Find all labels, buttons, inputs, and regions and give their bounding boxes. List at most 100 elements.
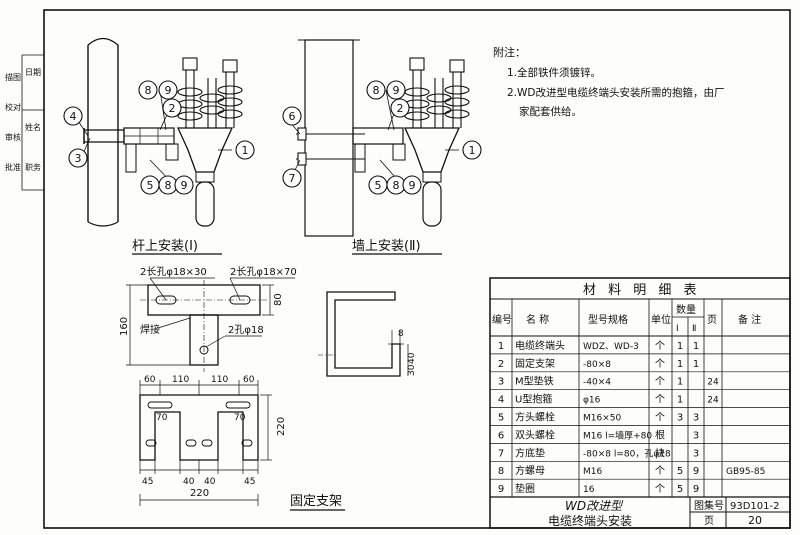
notes-block: 附注： 1.全部铁件须镀锌。 2.WD改进型电缆终端头安装所需的抱箍，由厂 家配… (493, 45, 725, 118)
callout-circle (462, 140, 482, 160)
note-line-2: 家配套供给。 (519, 105, 582, 118)
pole-installation-view (74, 37, 243, 227)
table-cell-no: 2 (498, 359, 504, 370)
table-cell-no: 1 (498, 341, 504, 352)
notes-title: 附注： (493, 45, 526, 59)
th-unit: 单位 (651, 313, 671, 326)
table-cell-spec: WDZ、WD-3 (583, 342, 639, 352)
table-cell-name: 垫圈 (515, 482, 535, 495)
table-cell-unit: 个 (655, 483, 665, 495)
table-cell-no: 3 (498, 377, 504, 388)
side-label-1: 姓名 (25, 122, 41, 132)
table-cell-no: 8 (498, 466, 504, 477)
table-cell-spec: 16 (583, 485, 595, 495)
table-cell-q2: 3 (693, 448, 699, 459)
dim-220-h: 220 (190, 488, 209, 499)
callout-circle (68, 148, 88, 168)
table-cell-q1: 1 (677, 395, 683, 406)
table-cell-spec: M16 l=墙厚+80 (583, 429, 652, 441)
dim-8: 8 (398, 329, 404, 339)
atlas-value: 93D101-2 (730, 501, 779, 512)
th-qty: 数量 (676, 303, 696, 316)
table-cell-spec: -80×8 l=80，孔φ18 (583, 448, 671, 459)
table-cell-q1: 5 (677, 466, 683, 477)
dim-bottom-0: 45 (142, 477, 153, 487)
table-cell-q2: 3 (693, 430, 699, 441)
table-cell-name: 双头螺栓 (515, 428, 555, 441)
table-cell-name: M型垫铁 (515, 375, 554, 388)
callout-number: 2 (169, 102, 176, 115)
th-name: 名 称 (526, 313, 549, 326)
page-value: 20 (748, 514, 762, 527)
th-qty-1: Ⅰ (676, 324, 679, 334)
table-cell-no: 7 (498, 448, 504, 459)
dim-top-1: 110 (172, 375, 189, 385)
table-cell-name: 方底垫 (515, 446, 545, 459)
page-label: 页 (704, 515, 714, 527)
callout-number: 6 (289, 110, 296, 123)
table-cell-unit: 个 (655, 394, 665, 406)
callout-number: 5 (147, 179, 154, 192)
table-cell-name: U型抱箍 (515, 393, 552, 406)
callout-number: 2 (397, 102, 404, 115)
note-line-1: 2.WD改进型电缆终端头安装所需的抱箍，由厂 (507, 86, 725, 99)
table-cell-unit: 块 (655, 447, 665, 459)
callout-number: 8 (373, 84, 380, 97)
callout-number: 4 (70, 110, 77, 123)
callout-circle (63, 106, 83, 126)
callout-circle (390, 98, 410, 118)
dim-220-v: 220 (276, 417, 287, 436)
callout-number: 8 (145, 84, 152, 97)
table-cell-q2: 9 (693, 484, 699, 495)
table-cell-q2: 1 (693, 359, 699, 370)
callout-number: 7 (289, 172, 296, 185)
table-cell-spec: M16 (583, 467, 602, 477)
sheet-border (43, 9, 791, 529)
table-cell-no: 6 (498, 430, 504, 441)
callout-number: 9 (409, 179, 416, 192)
table-cell-q1: 5 (677, 484, 683, 495)
table-cell-spec: M16×50 (583, 414, 621, 424)
callout-number: 9 (165, 84, 172, 97)
table-cell-spec: -40×4 (583, 378, 611, 388)
dim-70a: 70 (156, 413, 168, 423)
side-label-0: 日期 (25, 68, 41, 77)
callout-number: 8 (393, 179, 400, 192)
callout-circle (235, 140, 255, 160)
callout-circle (158, 80, 178, 100)
side-label-2: 职务 (25, 162, 41, 172)
table-cell-name: 方头螺栓 (515, 411, 555, 424)
table-cell-spec: φ16 (583, 396, 601, 406)
table-cell-unit: 个 (655, 465, 665, 477)
callout-number: 5 (375, 179, 382, 192)
dim-bottom-1: 40 (183, 477, 195, 487)
callout-number: 9 (393, 84, 400, 97)
callout-number: 1 (242, 144, 249, 157)
table-cell-no: 9 (498, 484, 504, 495)
table-cell-q1: 3 (677, 413, 683, 424)
table-cell-page: 24 (707, 378, 719, 388)
table-cell-name: 固定支架 (515, 357, 555, 370)
table-cell-name: 电缆终端头 (515, 339, 565, 352)
th-remark: 备 注 (738, 313, 761, 326)
left-signature-strip: 日期 姓名 职务 描图 校对 审核 批准 (5, 10, 45, 200)
table-cell-unit: 个 (655, 358, 665, 370)
table-cell-q2: 9 (693, 466, 699, 477)
table-cell-spec: -80×8 (583, 360, 611, 370)
callout-circle (138, 80, 158, 100)
bracket-detail: 2长孔φ18×30 2长孔φ18×70 焊接 2孔φ18 80 160 8 40… (119, 266, 417, 511)
dim-weld: 焊接 (140, 323, 160, 336)
table-cell-no: 4 (498, 395, 504, 406)
table-cell-unit: 个 (655, 412, 665, 424)
dim-40: 40 (407, 352, 417, 364)
th-page: 页 (707, 314, 717, 326)
left-label-3: 批准 (5, 162, 21, 172)
th-spec: 型号规格 (588, 313, 628, 326)
callout-circle (366, 80, 386, 100)
bracket-view-title: 固定支架 (290, 494, 342, 509)
table-cell-page: 24 (707, 396, 719, 406)
callout-number: 3 (75, 152, 82, 165)
